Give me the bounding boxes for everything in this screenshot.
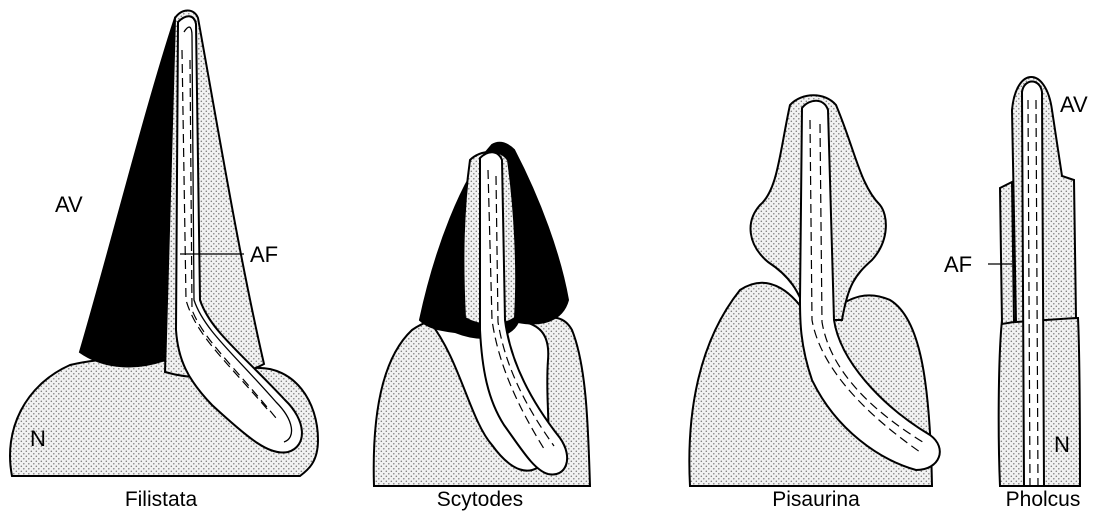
filistata-av-label: AV xyxy=(55,192,83,217)
filistata-n-label: N xyxy=(30,426,46,451)
filistata-caption: Filistata xyxy=(125,488,198,511)
pisaurina-caption: Pisaurina xyxy=(772,488,860,511)
scytodes-caption: Scytodes xyxy=(437,488,523,511)
pholcus-duct-outer xyxy=(1022,82,1044,487)
pholcus-n-label: N xyxy=(1054,432,1070,457)
pholcus-caption: Pholcus xyxy=(1006,488,1081,511)
pholcus-av-label: AV xyxy=(1060,92,1088,117)
filistata-af-label: AF xyxy=(250,242,278,267)
panel-scytodes: Scytodes xyxy=(374,143,590,511)
panel-pholcus: AV AF N Pholcus xyxy=(944,77,1088,511)
pholcus-af-label: AF xyxy=(944,252,972,277)
panel-filistata: AV AF N Filistata xyxy=(10,11,318,511)
pholcus-left-sheath xyxy=(1000,182,1014,324)
panel-pisaurina: Pisaurina xyxy=(689,95,939,511)
